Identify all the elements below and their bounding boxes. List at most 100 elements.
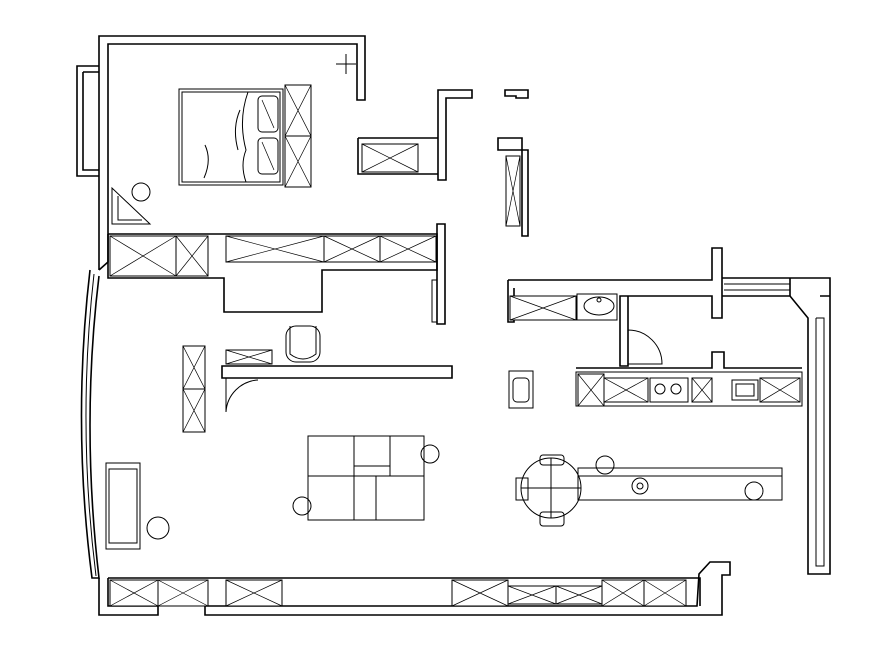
exterior-walls bbox=[76, 35, 831, 616]
kitchen-base-4-hatch bbox=[759, 377, 801, 403]
wardrobe-north-2 bbox=[323, 235, 381, 263]
east-window-wall bbox=[722, 277, 831, 575]
chair bbox=[285, 325, 321, 363]
south-wall-east bbox=[204, 561, 731, 616]
wardrobe-bedroom bbox=[284, 84, 312, 188]
wardrobe-north-1-hatch bbox=[225, 235, 325, 263]
kitchen bbox=[515, 293, 803, 527]
south-cabinet-7 bbox=[601, 579, 645, 607]
stove-burner-1 bbox=[654, 383, 666, 395]
south-cabinet-6 bbox=[555, 585, 603, 605]
south-cabinet-4 bbox=[451, 579, 509, 607]
kitchen-base-4 bbox=[759, 377, 801, 403]
door-jamb bbox=[431, 279, 438, 323]
closet-bedroom-stub-hatch bbox=[361, 143, 419, 173]
stove bbox=[649, 377, 689, 403]
bath-cabinet-hatch bbox=[509, 295, 577, 321]
bedroom-lamp-circle bbox=[131, 182, 151, 202]
wardrobe-bedroom-hatch bbox=[284, 135, 312, 188]
bed-blanket-fold bbox=[203, 91, 249, 183]
stool-2 bbox=[744, 481, 764, 501]
south-cabinet-7-hatch bbox=[601, 579, 645, 607]
living-furniture bbox=[105, 325, 534, 550]
bed-frame bbox=[178, 88, 284, 186]
wardrobe-north-1 bbox=[225, 235, 325, 263]
south-cabinet-1 bbox=[109, 579, 159, 607]
south-wall bbox=[98, 578, 159, 616]
bar-sink-drain bbox=[636, 482, 644, 490]
round-table-chair-3 bbox=[515, 477, 529, 501]
pillow-line bbox=[261, 99, 275, 171]
top-stub bbox=[504, 89, 529, 99]
pillow-1 bbox=[257, 95, 279, 133]
south-cabinet-8 bbox=[643, 579, 687, 607]
sofa-cushion bbox=[108, 468, 138, 544]
kitchen-base-2 bbox=[603, 377, 649, 403]
curved-window-line bbox=[85, 273, 97, 577]
corridor-door-swing bbox=[225, 378, 259, 413]
stool-1 bbox=[595, 455, 615, 475]
bath-sink bbox=[583, 296, 615, 316]
bedroom-door-corner bbox=[111, 186, 152, 225]
central-wall bbox=[221, 365, 453, 379]
kitchen-sink-basin bbox=[735, 383, 755, 397]
corner-mark bbox=[336, 54, 356, 74]
wardrobe-north-3-hatch bbox=[379, 235, 437, 263]
bath-counter bbox=[576, 293, 618, 321]
central-wall-stub bbox=[357, 89, 473, 181]
bath-cabinet bbox=[509, 295, 577, 321]
bar-counter-top bbox=[578, 467, 783, 477]
interior-walls bbox=[107, 89, 802, 379]
kitchen-base-1 bbox=[577, 373, 605, 407]
living-curved-wall bbox=[80, 269, 100, 579]
bedroom-door-corner-inner bbox=[117, 196, 142, 221]
dining-table bbox=[307, 435, 425, 521]
bedroom-window bbox=[76, 65, 99, 177]
bed-mattress bbox=[181, 91, 281, 183]
kitchen-north-wall bbox=[508, 247, 723, 367]
south-wall-inner bbox=[108, 577, 701, 606]
shoe-cabinet-hatch bbox=[182, 388, 206, 433]
table-lamp-2 bbox=[292, 496, 312, 516]
double-bed bbox=[178, 88, 284, 186]
round-table-cross bbox=[521, 458, 581, 518]
bath-drain bbox=[596, 297, 602, 303]
round-table-chair-1 bbox=[539, 454, 565, 466]
round-table-chair-2 bbox=[539, 511, 565, 527]
south-cabinet-4-hatch bbox=[451, 579, 509, 607]
east-window-corner bbox=[789, 278, 830, 297]
south-cabinet-5-hatch bbox=[507, 585, 557, 605]
side-lamp bbox=[146, 516, 170, 540]
wardrobe-west-1 bbox=[109, 235, 177, 277]
stove-burner-2 bbox=[670, 383, 682, 395]
wardrobe-west-1-hatch bbox=[109, 235, 177, 277]
south-cabinet-6-hatch bbox=[555, 585, 603, 605]
kitchen-mid-wall bbox=[576, 351, 802, 369]
top-stub-2 bbox=[497, 137, 529, 237]
closet-east-stub bbox=[505, 155, 521, 227]
misc bbox=[336, 54, 356, 74]
armchair bbox=[508, 370, 534, 409]
east-window-line-2 bbox=[724, 283, 790, 291]
sofa bbox=[105, 462, 141, 550]
doors bbox=[111, 182, 663, 413]
kitchen-base-1-hatch bbox=[577, 373, 605, 407]
chair-back bbox=[289, 326, 317, 360]
pillow-2 bbox=[257, 137, 279, 175]
south-cabinet-2 bbox=[157, 579, 209, 607]
kitchen-counter-top bbox=[575, 371, 803, 407]
tv-cabinet-top bbox=[225, 349, 273, 365]
table-grid bbox=[308, 436, 424, 520]
south-cabinet-5 bbox=[507, 585, 557, 605]
east-window-line-1 bbox=[815, 317, 825, 567]
wardrobe-north-3 bbox=[379, 235, 437, 263]
wardrobe-west-2 bbox=[175, 235, 209, 277]
table-lamp-1 bbox=[420, 444, 440, 464]
bathroom-door bbox=[627, 329, 663, 366]
south-cabinet-1-hatch bbox=[109, 579, 159, 607]
wardrobe-bedroom-hatch bbox=[284, 84, 312, 137]
kitchen-base-3 bbox=[691, 377, 713, 403]
tv-cabinet-top-hatch bbox=[225, 349, 273, 365]
bar-sink bbox=[631, 477, 649, 495]
wardrobe-north-2-hatch bbox=[323, 235, 381, 263]
